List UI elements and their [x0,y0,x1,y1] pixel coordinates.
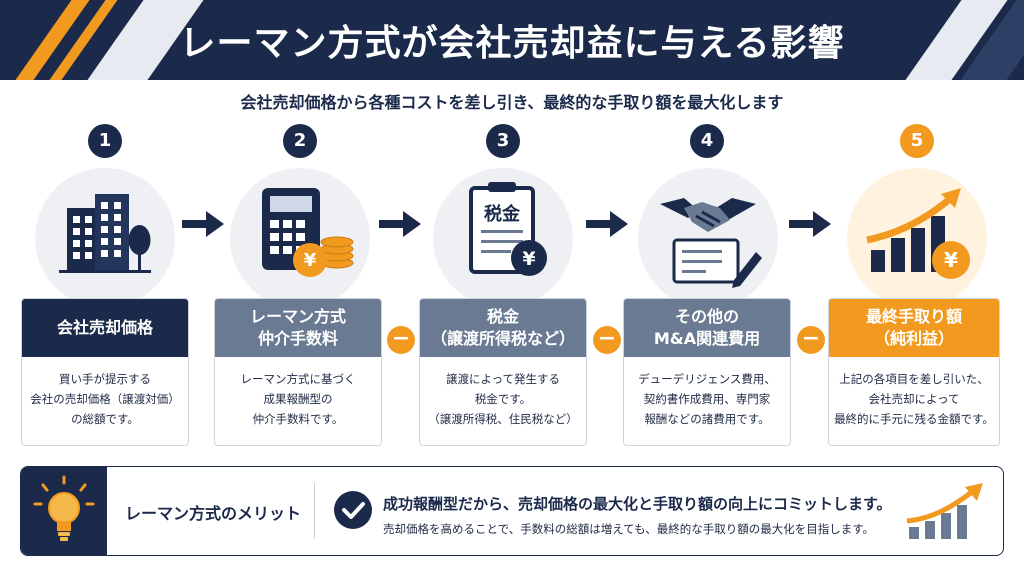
flow-arrow-icon [785,206,835,242]
header-banner: レーマン方式が会社売却益に与える影響 [0,0,1024,80]
merit-sub-text: 売却価格を高めることで、手数料の総額は増えても、最終的な手取り額の最大化を目指し… [383,522,875,536]
building-icon [35,168,175,308]
step-card-1: 会社売却価格 買い手が提示する 会社の売却価格（譲渡対価） の総額です。 [21,298,189,446]
merit-main-text: 成功報酬型だから、売却価格の最大化と手取り額の向上にコミットします。 [383,495,892,513]
yen-symbol: ¥ [944,248,958,272]
step-card-description: 上記の各項目を差し引いた、 会社売却によって 最終的に手元に残る金額です。 [834,372,994,427]
tax-document-label: 税金 [484,203,521,225]
divider [314,483,315,539]
step-card-title: その他の M&A関連費用 [624,299,790,357]
calculator-coins-icon: ¥ [230,168,370,308]
minus-operator: − [387,326,415,354]
step-card-description: レーマン方式に基づく 成果報酬型の 仲介手数料です。 [240,372,356,427]
yen-symbol: ¥ [304,250,317,271]
step-card-4: その他の M&A関連費用 デューデリジェンス費用、 契約書作成費用、専門家 報酬… [623,298,791,446]
step-number-1: 1 [88,124,122,158]
yen-symbol: ¥ [522,248,535,270]
check-circle-icon [333,490,373,534]
step-card-title: 会社売却価格 [22,299,188,357]
step-card-title: 税金 （譲渡所得税など） [420,299,586,357]
handshake-contract-icon [638,168,778,308]
step-number-4: 4 [690,124,724,158]
step-card-description: デューデリジェンス費用、 契約書作成費用、専門家 報酬などの諸費用です。 [638,372,776,427]
step-card-description: 買い手が提示する 会社の売却価格（譲渡対価） の総額です。 [30,372,180,427]
tax-document-icon: 税金 ¥ [433,168,573,308]
merit-banner: レーマン方式のメリット 成功報酬型だから、売却価格の最大化と手取り額の向上にコミ… [20,466,1004,556]
lightbulb-icon [21,467,107,555]
minus-operator: − [797,326,825,354]
page-title: レーマン方式が会社売却益に与える影響 [179,23,845,64]
growth-chart-icon: ¥ [847,168,987,308]
step-card-5: 最終手取り額 （純利益） 上記の各項目を差し引いた、 会社売却によって 最終的に… [828,298,1000,446]
flow-arrow-icon [375,206,425,242]
growth-graph-icon [905,481,989,547]
page-subtitle: 会社売却価格から各種コストを差し引き、最終的な手取り額を最大化します [240,93,784,112]
step-number-2: 2 [283,124,317,158]
step-card-3: 税金 （譲渡所得税など） 譲渡によって発生する 税金です。 （譲渡所得税、住民税… [419,298,587,446]
step-card-description: 譲渡によって発生する 税金です。 （譲渡所得税、住民税など） [428,372,578,427]
step-number-5: 5 [900,124,934,158]
step-number-3: 3 [486,124,520,158]
minus-operator: − [593,326,621,354]
step-card-title: レーマン方式 仲介手数料 [215,299,381,357]
flow-arrow-icon [178,206,228,242]
step-card-title: 最終手取り額 （純利益） [829,299,999,357]
flow-arrow-icon [582,206,632,242]
merit-label: レーマン方式のメリット [125,504,302,523]
step-card-2: レーマン方式 仲介手数料 レーマン方式に基づく 成果報酬型の 仲介手数料です。 [214,298,382,446]
